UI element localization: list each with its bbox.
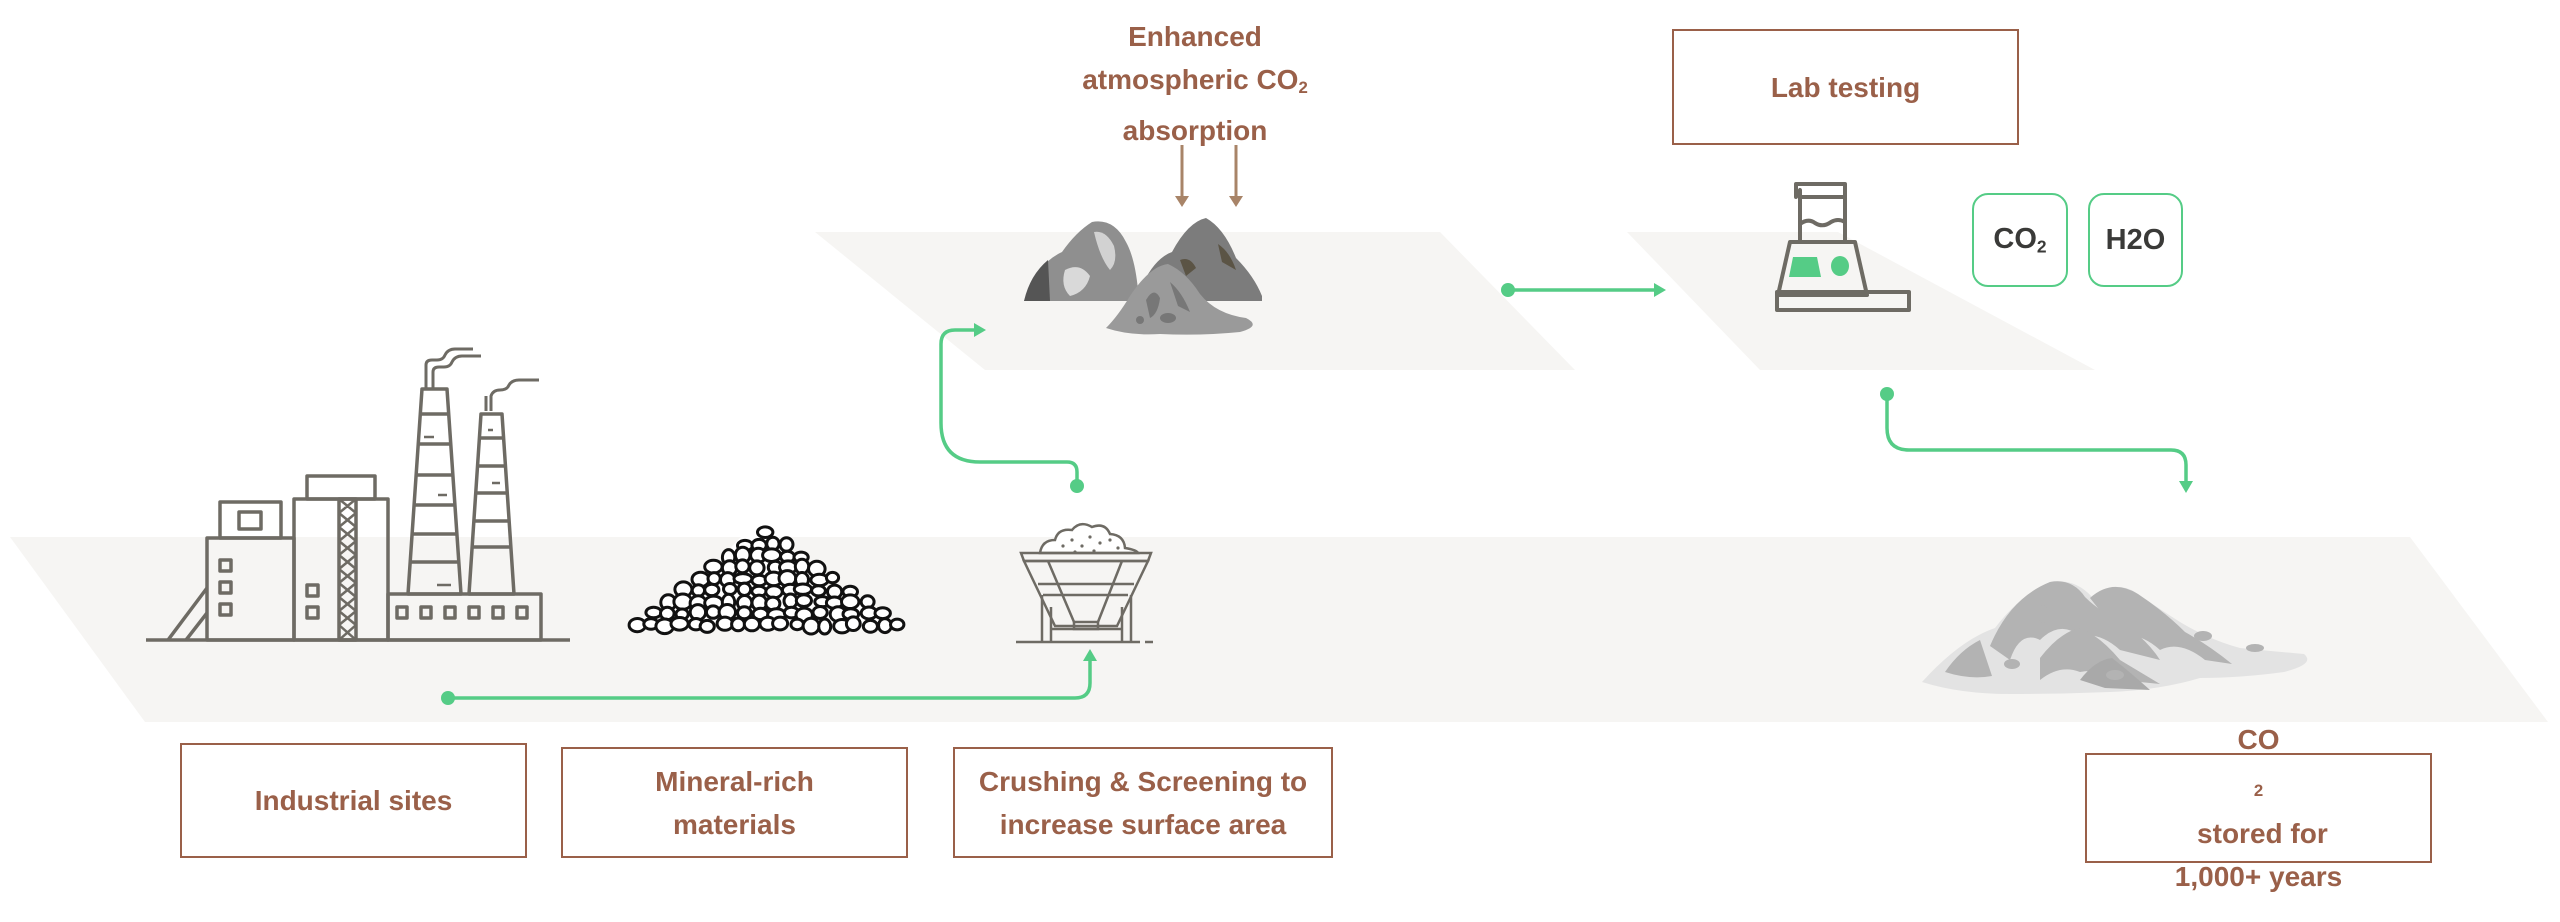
absorption-label: Enhanced atmospheric CO2 absorption	[1040, 15, 1350, 152]
co2-badge: CO2	[1972, 193, 2068, 287]
co2-badge-text: CO2	[1993, 223, 2046, 257]
pebble	[844, 615, 862, 633]
absorption-label-line1: Enhanced	[1128, 21, 1262, 52]
pebble	[669, 616, 690, 632]
flow-arrow-industrial-to-crushing	[448, 660, 1092, 700]
absorption-label-line2-text: atmospheric CO	[1082, 64, 1299, 95]
co2-badge-subscript: 2	[2036, 236, 2047, 257]
weathered-rock-pile-icon	[1922, 581, 2308, 694]
pebble	[771, 615, 790, 632]
pebble	[756, 525, 775, 540]
ground-plane-upper-right	[1627, 232, 2095, 370]
flow-arrowhead	[974, 323, 986, 337]
label-lab-testing-text: Lab testing	[1770, 71, 1921, 103]
label-crushing-line1: Crushing & Screening to	[978, 765, 1308, 797]
ground-plane-lower	[10, 537, 2548, 722]
pebble	[873, 606, 892, 621]
flow-arrow-lab-to-storage	[1885, 394, 2188, 482]
co2-text: CO	[2237, 723, 2280, 755]
flow-arrowhead	[2179, 481, 2193, 493]
pebble	[734, 558, 751, 575]
co2-badge-prefix: CO	[1993, 222, 2037, 255]
flow-start-dot	[1880, 387, 1894, 401]
hopper-icon	[1016, 522, 1153, 644]
label-crushing-line2: increase surface area	[999, 808, 1287, 840]
absorption-label-line3: absorption	[1122, 115, 1268, 147]
pebble	[810, 584, 827, 598]
label-lab-testing: Lab testing	[1672, 29, 2019, 145]
pebble	[736, 605, 753, 621]
flow-start-dot	[1501, 283, 1515, 297]
factory-icon	[146, 347, 570, 642]
stored-for-text: stored for	[2189, 818, 2328, 850]
pebble	[861, 618, 880, 634]
pebble	[789, 617, 806, 632]
pebble	[811, 605, 829, 620]
pebble	[761, 547, 783, 564]
absorption-label-line2: atmospheric CO2	[1040, 58, 1350, 109]
co2-subscript: 2	[1298, 78, 1308, 98]
pebble	[840, 593, 861, 611]
h2o-badge: H2O	[2088, 193, 2183, 287]
label-industrial-sites-text: Industrial sites	[254, 785, 453, 816]
label-mineral-rich-line1: Mineral-rich	[655, 765, 814, 797]
pebble	[748, 559, 766, 577]
pebble	[824, 570, 841, 585]
h2o-badge-text: H2O	[2105, 223, 2166, 256]
pebble	[698, 618, 716, 634]
pebble	[794, 593, 814, 608]
flow-arrowhead	[1654, 283, 1666, 297]
pebble	[889, 617, 906, 632]
pebble	[742, 615, 762, 633]
flow-start-dot	[1070, 479, 1084, 493]
flow-start-dot	[441, 691, 455, 705]
mountain-rocks-icon	[1024, 218, 1262, 335]
pebble	[801, 616, 821, 636]
label-co2-storage-line1: CO 2 stored for	[2189, 718, 2328, 855]
flow-arrowhead	[1083, 649, 1097, 661]
rock-pile-icon	[627, 522, 906, 636]
pebble	[817, 617, 833, 636]
label-industrial-sites: Industrial sites	[180, 743, 527, 858]
pebble	[730, 616, 747, 633]
label-co2-storage: CO 2 stored for 1,000+ years	[2085, 724, 2432, 892]
label-mineral-rich-line2: materials	[673, 808, 796, 840]
label-crushing: Crushing & Screening to increase surface…	[953, 747, 1333, 858]
label-co2-storage-line2: 1,000+ years	[2174, 861, 2343, 893]
pebble	[644, 605, 663, 620]
pebble	[792, 582, 814, 596]
label-mineral-rich: Mineral-rich materials	[561, 747, 908, 858]
pebble	[722, 582, 738, 596]
pebble	[778, 536, 795, 553]
pebble	[706, 571, 722, 587]
atmosphere-arrows	[1175, 145, 1243, 207]
flow-arrow-crushing-to-absorption	[939, 328, 1079, 486]
co2-subscript: 2	[2253, 781, 2264, 801]
pebble	[736, 581, 753, 597]
lab-scale-icon	[1775, 182, 1911, 312]
pebble	[703, 582, 721, 598]
